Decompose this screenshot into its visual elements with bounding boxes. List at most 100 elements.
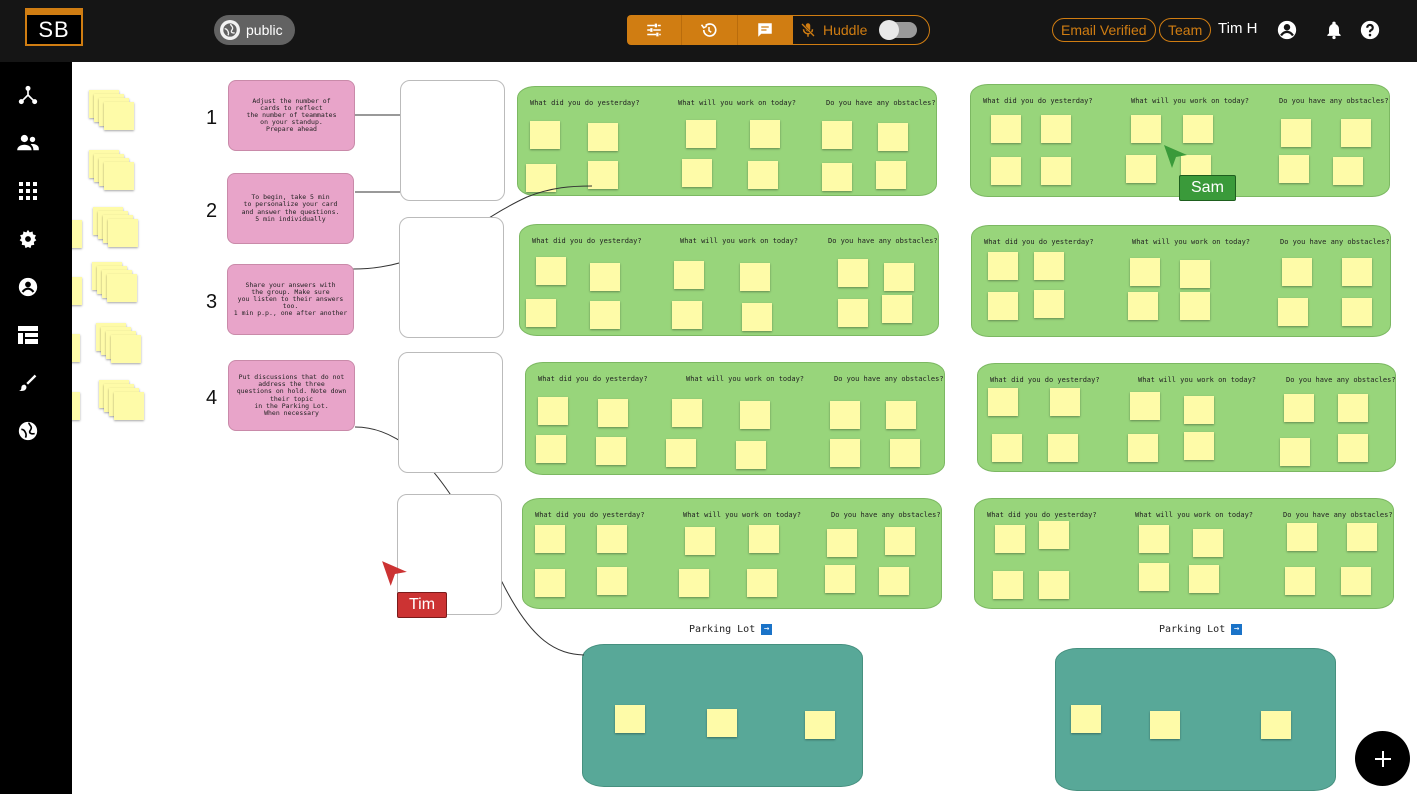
sticky-note[interactable] (1150, 711, 1180, 739)
visibility-button[interactable]: public (214, 15, 295, 45)
sticky-note[interactable] (749, 525, 779, 553)
sticky-note[interactable] (995, 525, 1025, 553)
standup-board[interactable]: What did you do yesterday?What will you … (977, 363, 1396, 472)
sticky-note[interactable] (1338, 434, 1368, 462)
sticky-note[interactable] (538, 397, 568, 425)
sticky-note[interactable] (672, 301, 702, 329)
help-icon[interactable] (1359, 19, 1381, 41)
sticky-note[interactable] (590, 263, 620, 291)
team-badge[interactable]: Team (1159, 18, 1212, 42)
sticky-note[interactable] (1034, 252, 1064, 280)
whiteboard-canvas[interactable]: What did you do yesterday?What will you … (72, 62, 1417, 794)
sticky-note[interactable] (876, 161, 906, 189)
sticky-note[interactable] (879, 567, 909, 595)
sticky-note[interactable] (885, 527, 915, 555)
brush-icon[interactable] (17, 372, 39, 394)
sticky-note[interactable] (535, 569, 565, 597)
step-card[interactable]: Put discussions that do not address the … (228, 360, 355, 431)
sticky-note[interactable] (1034, 290, 1064, 318)
standup-board[interactable]: What did you do yesterday?What will you … (519, 224, 939, 336)
sticky-note[interactable] (884, 263, 914, 291)
sticky-note[interactable] (1128, 434, 1158, 462)
sticky-note[interactable] (882, 295, 912, 323)
sticky-note[interactable] (596, 437, 626, 465)
gear-icon[interactable] (17, 228, 39, 250)
sticky-note[interactable] (1341, 119, 1371, 147)
empty-card-slot[interactable] (398, 352, 503, 473)
sticky-note[interactable] (1041, 115, 1071, 143)
standup-board[interactable]: What did you do yesterday?What will you … (974, 498, 1394, 609)
sticky-note[interactable] (1184, 396, 1214, 424)
sticky-note[interactable] (992, 434, 1022, 462)
sticky-note[interactable] (526, 164, 556, 192)
sticky-note[interactable] (822, 121, 852, 149)
sticky-note[interactable] (1130, 392, 1160, 420)
grid-icon[interactable] (17, 180, 39, 202)
sticky-note[interactable] (597, 567, 627, 595)
sticky-note[interactable] (830, 439, 860, 467)
standup-board[interactable]: What did you do yesterday?What will you … (517, 86, 937, 196)
huddle-toggle[interactable]: Huddle (792, 15, 930, 45)
sticky-note[interactable] (1193, 529, 1223, 557)
add-button[interactable] (1355, 731, 1410, 786)
sticky-note[interactable] (1180, 260, 1210, 288)
bell-icon[interactable] (1323, 19, 1345, 41)
sticky-note[interactable] (991, 157, 1021, 185)
sticky-note[interactable] (72, 334, 80, 362)
sticky-note[interactable] (1180, 292, 1210, 320)
sticky-note[interactable] (1278, 298, 1308, 326)
people-icon[interactable] (17, 132, 39, 154)
sticky-note[interactable] (838, 299, 868, 327)
sticky-note[interactable] (72, 277, 82, 305)
app-logo[interactable]: SB (25, 8, 83, 46)
sticky-note[interactable] (707, 709, 737, 737)
sticky-note[interactable] (590, 301, 620, 329)
sticky-note[interactable] (827, 529, 857, 557)
sticky-note[interactable] (104, 102, 134, 130)
sticky-note[interactable] (597, 525, 627, 553)
step-card[interactable]: Adjust the number of cards to reflect th… (228, 80, 355, 151)
sticky-note[interactable] (72, 220, 82, 248)
sticky-note[interactable] (535, 525, 565, 553)
sticky-note[interactable] (740, 401, 770, 429)
sticky-note[interactable] (991, 115, 1021, 143)
sticky-note[interactable] (736, 441, 766, 469)
sticky-note[interactable] (1139, 563, 1169, 591)
parking-lot[interactable] (1055, 648, 1336, 791)
user-name[interactable]: Tim H (1218, 20, 1258, 37)
step-card[interactable]: Share your answers with the group. Make … (227, 264, 354, 335)
parking-lot[interactable] (582, 644, 863, 787)
settings-sliders-button[interactable] (627, 15, 683, 45)
sticky-note[interactable] (72, 392, 80, 420)
sticky-note[interactable] (1341, 567, 1371, 595)
sticky-note[interactable] (1287, 523, 1317, 551)
sticky-note[interactable] (666, 439, 696, 467)
huddle-switch[interactable] (879, 20, 917, 40)
sticky-note[interactable] (598, 399, 628, 427)
sticky-note[interactable] (1128, 292, 1158, 320)
arrow-right-icon[interactable]: → (1231, 624, 1243, 635)
sticky-note[interactable] (1126, 155, 1156, 183)
sticky-note[interactable] (886, 401, 916, 429)
sticky-note[interactable] (1039, 571, 1069, 599)
standup-board[interactable]: What did you do yesterday?What will you … (525, 362, 945, 475)
sticky-note[interactable] (1131, 115, 1161, 143)
email-verified-badge[interactable]: Email Verified (1052, 18, 1156, 42)
sticky-note[interactable] (1039, 521, 1069, 549)
sticky-note[interactable] (890, 439, 920, 467)
sticky-note[interactable] (825, 565, 855, 593)
sticky-note[interactable] (1183, 115, 1213, 143)
sticky-note[interactable] (993, 571, 1023, 599)
sticky-note[interactable] (679, 569, 709, 597)
sticky-note[interactable] (988, 388, 1018, 416)
sticky-note[interactable] (742, 303, 772, 331)
sticky-note[interactable] (536, 257, 566, 285)
arrow-right-icon[interactable]: → (761, 624, 773, 635)
sticky-note[interactable] (114, 392, 144, 420)
sticky-note[interactable] (838, 259, 868, 287)
sticky-note[interactable] (530, 121, 560, 149)
standup-board[interactable]: What did you do yesterday?What will you … (522, 498, 942, 609)
sticky-note[interactable] (988, 292, 1018, 320)
sticky-note[interactable] (822, 163, 852, 191)
account-icon[interactable] (1276, 19, 1298, 41)
